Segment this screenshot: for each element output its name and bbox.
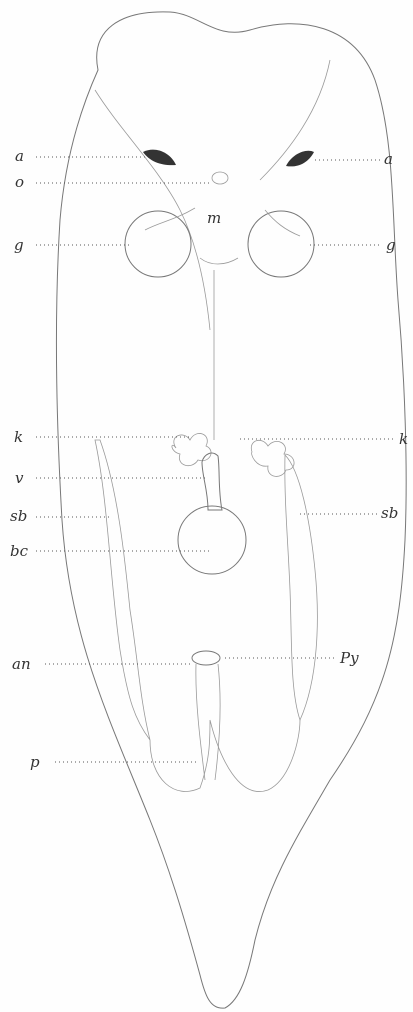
- side-band-left: [95, 440, 150, 740]
- label-v: v: [15, 469, 24, 487]
- label-g-left: g: [14, 236, 24, 254]
- label-sb-right: sb: [381, 504, 398, 522]
- trunk-lobes: [150, 720, 300, 792]
- label-o: o: [15, 173, 24, 191]
- mouth: [200, 258, 238, 264]
- label-p: p: [30, 753, 40, 771]
- label-an: an: [12, 655, 31, 673]
- label-a-left: a: [15, 147, 24, 165]
- label-a-right: a: [384, 150, 393, 168]
- label-k-left: k: [14, 428, 23, 446]
- eye-spot-right: [286, 151, 314, 167]
- cluster-left: [172, 433, 211, 465]
- vesicle: [202, 453, 222, 510]
- pyloric-structure: [192, 651, 220, 665]
- label-m: m: [207, 209, 221, 227]
- body-outline: [56, 12, 406, 1008]
- ganglion-left: [125, 211, 191, 277]
- side-band-right: [285, 455, 318, 720]
- label-k-right: k: [399, 430, 408, 448]
- bladder: [178, 506, 246, 574]
- label-g-right: g: [386, 236, 396, 254]
- label-bc: bc: [10, 542, 29, 560]
- ganglion-right: [248, 211, 314, 277]
- eye-spot-left: [143, 150, 176, 165]
- leader-lines: [36, 157, 395, 762]
- intestine: [196, 664, 220, 780]
- oral-opening: [212, 172, 228, 184]
- head-outline: [95, 60, 330, 330]
- label-py: Py: [339, 649, 359, 667]
- label-sb-left: sb: [10, 507, 27, 525]
